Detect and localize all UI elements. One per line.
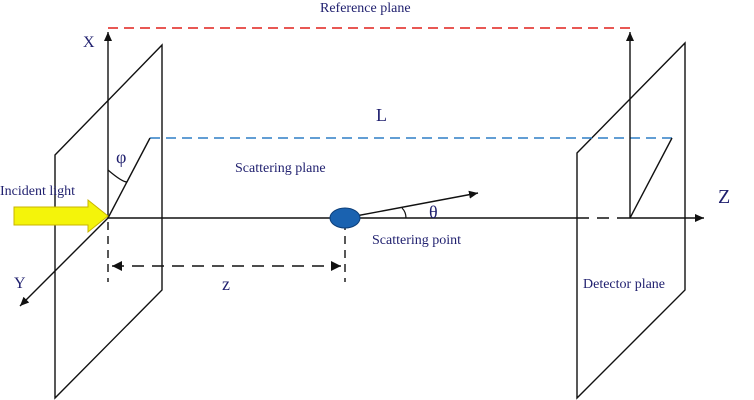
incident-light-arrow-icon	[13, 198, 109, 234]
distance-z-label: z	[222, 274, 230, 294]
incident-light-label: Incident light	[0, 184, 75, 199]
phi-label: φ	[116, 147, 126, 167]
reference-plane-shape	[54, 43, 163, 400]
scattering-plane-label: Scattering plane	[235, 161, 326, 176]
scattering-plane-tilt-left	[107, 137, 151, 219]
reference-plane-label: Reference plane	[320, 1, 411, 16]
scattering-point-icon	[329, 207, 361, 229]
detector-plane-label: Detector plane	[583, 277, 665, 292]
phi-angle-arc	[107, 169, 128, 183]
length-label: L	[376, 105, 387, 125]
theta-angle-arc	[401, 207, 407, 219]
scattering-point-label: Scattering point	[372, 233, 461, 248]
scattered-ray	[344, 190, 479, 219]
theta-label: θ	[429, 202, 438, 222]
y-axis-line	[19, 217, 109, 307]
detector-plane-shape	[576, 41, 686, 400]
y-axis-label: Y	[14, 275, 26, 292]
distance-arrow-left	[112, 261, 122, 271]
scattering-plane-tilt-right	[629, 137, 673, 219]
x-axis-label: X	[83, 34, 95, 51]
distance-arrow-right	[331, 261, 341, 271]
z-axis-label: Z	[718, 186, 730, 208]
